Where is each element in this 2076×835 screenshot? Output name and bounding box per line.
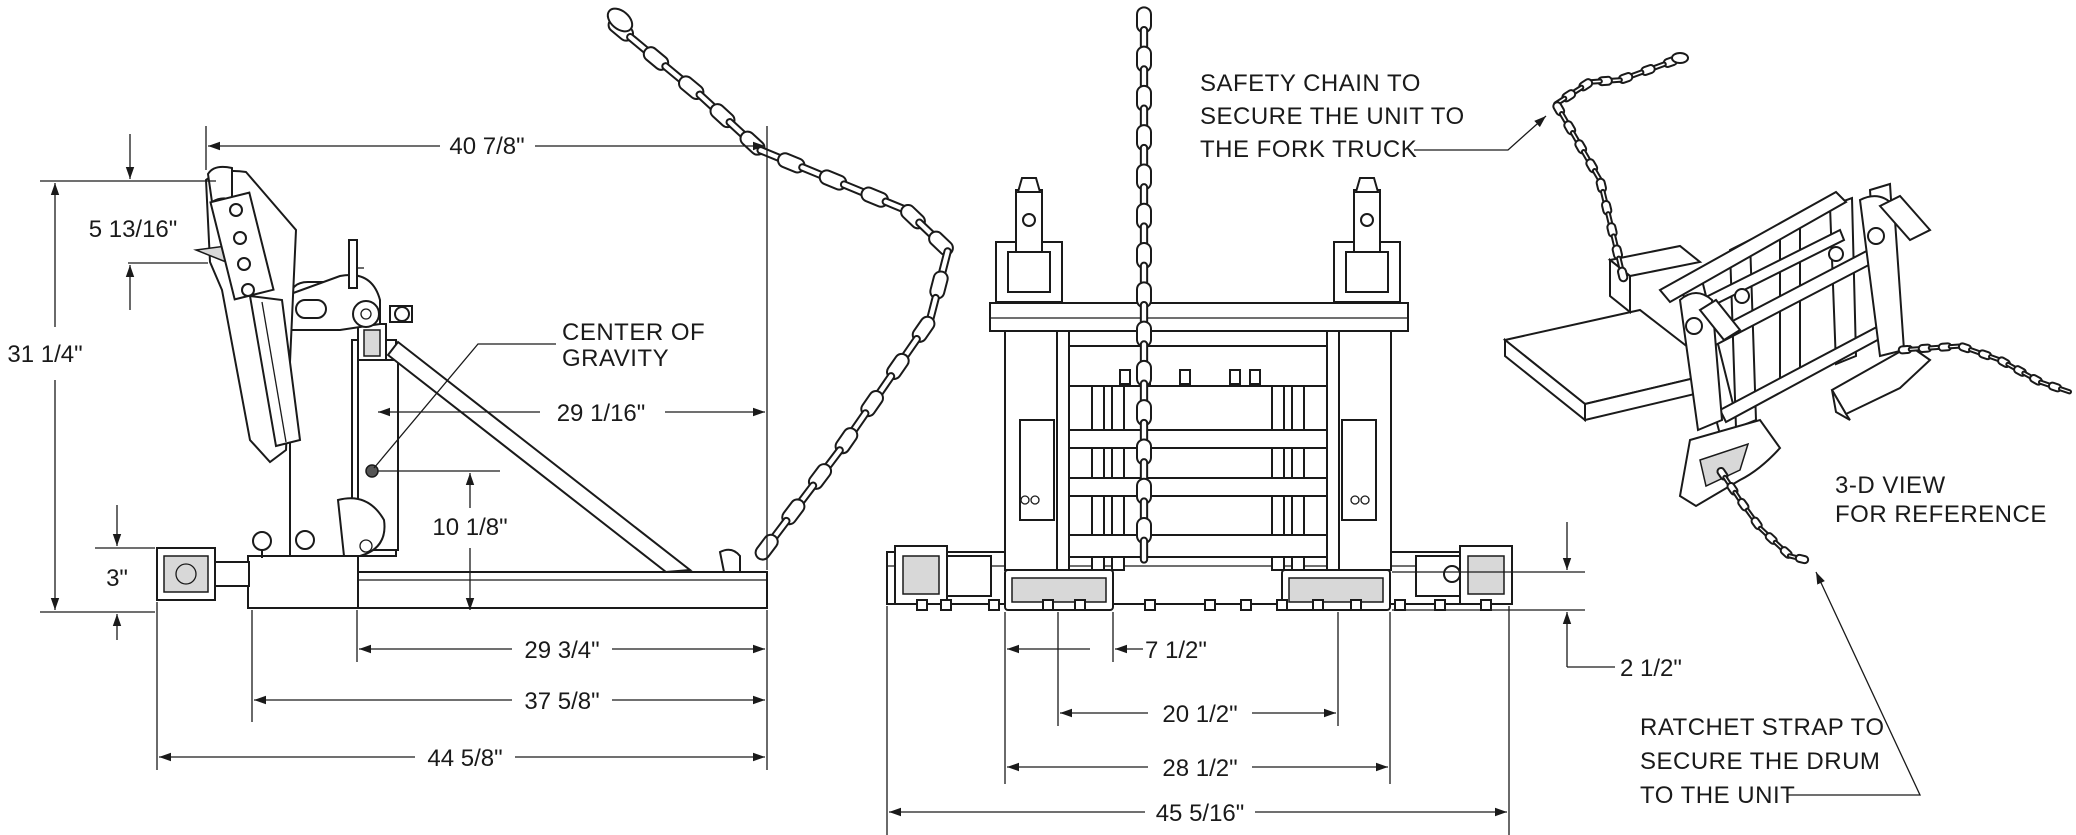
- base-bolt: [1042, 599, 1054, 611]
- base-bolt: [1276, 599, 1288, 611]
- safety-chain-line1: SAFETY CHAIN TO: [1200, 70, 1421, 97]
- dim-fork-pocket-length: 29 3/4": [524, 637, 599, 664]
- dim-overall-width: 45 5/16": [1156, 800, 1245, 827]
- base-bolt: [1434, 599, 1446, 611]
- chain-link: [929, 270, 949, 300]
- base-bolt: [940, 599, 952, 611]
- iso-view: [1502, 52, 2073, 565]
- view-3d-line2: FOR REFERENCE: [1835, 501, 2047, 528]
- center-of-gravity-marker: [365, 464, 379, 478]
- safety-chain-line2: SECURE THE UNIT TO: [1200, 103, 1465, 130]
- side-view-dimensions: 40 7/8" 31 1/4" 5 13/16" 29 1/16" 10 1/8…: [7, 126, 768, 772]
- chain-link: [1139, 536, 1149, 564]
- ratchet-strap-line3: TO THE UNIT: [1640, 782, 1795, 809]
- base-bolt: [1480, 599, 1492, 611]
- dim-pocket-width: 7 1/2": [1145, 637, 1207, 664]
- base-bolt: [1204, 599, 1216, 611]
- base-bolt: [1350, 599, 1362, 611]
- base-bolt: [916, 599, 928, 611]
- chain-hook: [1671, 52, 1689, 64]
- iso-chain: [1552, 52, 1689, 283]
- ratchet-strap-line1: RATCHET STRAP TO: [1640, 714, 1885, 741]
- dim-pocket-outer-spacing: 28 1/2": [1162, 755, 1237, 782]
- safety-chain-line3: THE FORK TRUCK: [1200, 136, 1417, 163]
- dim-mid-length: 37 5/8": [524, 688, 599, 715]
- dim-pocket-height: 2 1/2": [1620, 655, 1682, 682]
- dim-base-height: 3": [106, 565, 128, 592]
- chain-link: [2057, 386, 2073, 395]
- dim-cg-horizontal: 29 1/16": [557, 400, 646, 427]
- base-bolt: [988, 599, 1000, 611]
- dim-hook-height: 5 13/16": [89, 216, 178, 243]
- dim-overall-length: 44 5/8": [427, 745, 502, 772]
- dim-pocket-inner-spacing: 20 1/2": [1162, 701, 1237, 728]
- side-view: [156, 7, 954, 609]
- iso-strap-right: [1897, 342, 2073, 395]
- cog-label-line1: CENTER OF: [562, 319, 705, 346]
- base-bolt: [1240, 599, 1252, 611]
- dim-overall-height: 31 1/4": [7, 341, 82, 368]
- cog-label-line2: GRAVITY: [562, 345, 669, 372]
- base-bolt: [1394, 599, 1406, 611]
- base-bolt: [1074, 599, 1086, 611]
- iso-strap-front: [1716, 466, 1810, 565]
- view-3d-line1: 3-D VIEW: [1835, 472, 1946, 499]
- base-bolt: [1144, 599, 1156, 611]
- side-chain: [606, 7, 954, 561]
- dim-cg-height: 10 1/8": [432, 514, 507, 541]
- dim-overall-reach: 40 7/8": [449, 133, 524, 160]
- front-view: [886, 6, 1513, 611]
- chain-link: [1794, 553, 1810, 565]
- chain-link: [1616, 266, 1629, 283]
- chain-hook: [606, 7, 634, 33]
- front-view-dimensions: 7 1/2" 20 1/2" 28 1/2" 45 5/16" 2 1/2": [886, 522, 1682, 835]
- front-chain: [1136, 6, 1152, 564]
- ratchet-strap-line2: SECURE THE DRUM: [1640, 748, 1880, 775]
- callouts: SAFETY CHAIN TO SECURE THE UNIT TO THE F…: [1200, 70, 2047, 809]
- base-bolt: [1312, 599, 1324, 611]
